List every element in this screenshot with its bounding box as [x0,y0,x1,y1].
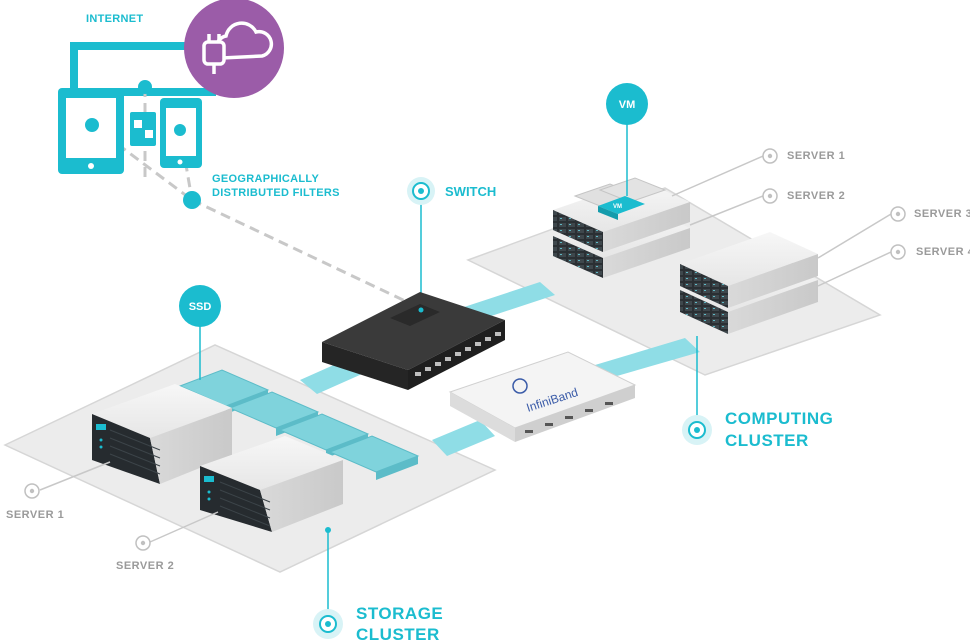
infiniband-device: InfiniBand [448,351,637,442]
network-switch [322,292,505,390]
computing-server-4-label: SERVER 4 [916,246,970,258]
storage-server-1 [92,384,232,484]
computing-hotspot-icon [682,415,712,445]
computing-server-2-label: SERVER 2 [787,190,845,202]
storage-server-2-label: SERVER 2 [116,560,174,572]
filter-device-icon [130,80,156,146]
switch-hotspot-icon [407,177,435,205]
storage-server-leaders [39,461,219,543]
storage-server-1-label: SERVER 1 [6,509,64,521]
switch-label: SWITCH [445,184,496,199]
phone-icon [160,98,202,168]
storage-label-line2: CLUSTER [356,625,440,643]
geo-label-line1: GEOGRAPHICALLY [212,173,319,185]
computing-server-stack-1: VM [553,177,690,278]
infiniband-computing-link [595,338,700,378]
computing-server-3-label: SERVER 3 [914,208,970,220]
tablet-icon [58,88,124,174]
internet-label: INTERNET [86,13,143,25]
vm-badge [606,83,648,125]
storage-label-line1: STORAGE [356,604,443,623]
storage-hotspot-icon [313,609,343,639]
infiniband-storage-link [432,420,495,456]
filter-node [183,191,201,209]
ssd-drives [178,369,420,480]
cloud-plug-icon [184,0,284,98]
computing-label-line1: COMPUTING [725,409,833,428]
computing-label-line2: CLUSTER [725,431,809,450]
ssd-badge [179,285,221,327]
ssd-badge-label: SSD [189,301,212,313]
storage-server-2 [200,436,343,532]
computing-server-1-label: SERVER 1 [787,150,845,162]
computing-server-stack-2 [680,232,818,334]
computing-server-leaders [671,155,892,287]
vm-chip-label: VM [613,204,622,210]
geo-label-line2: DISTRIBUTED FILTERS [212,187,340,199]
vm-badge-label: VM [619,99,636,111]
